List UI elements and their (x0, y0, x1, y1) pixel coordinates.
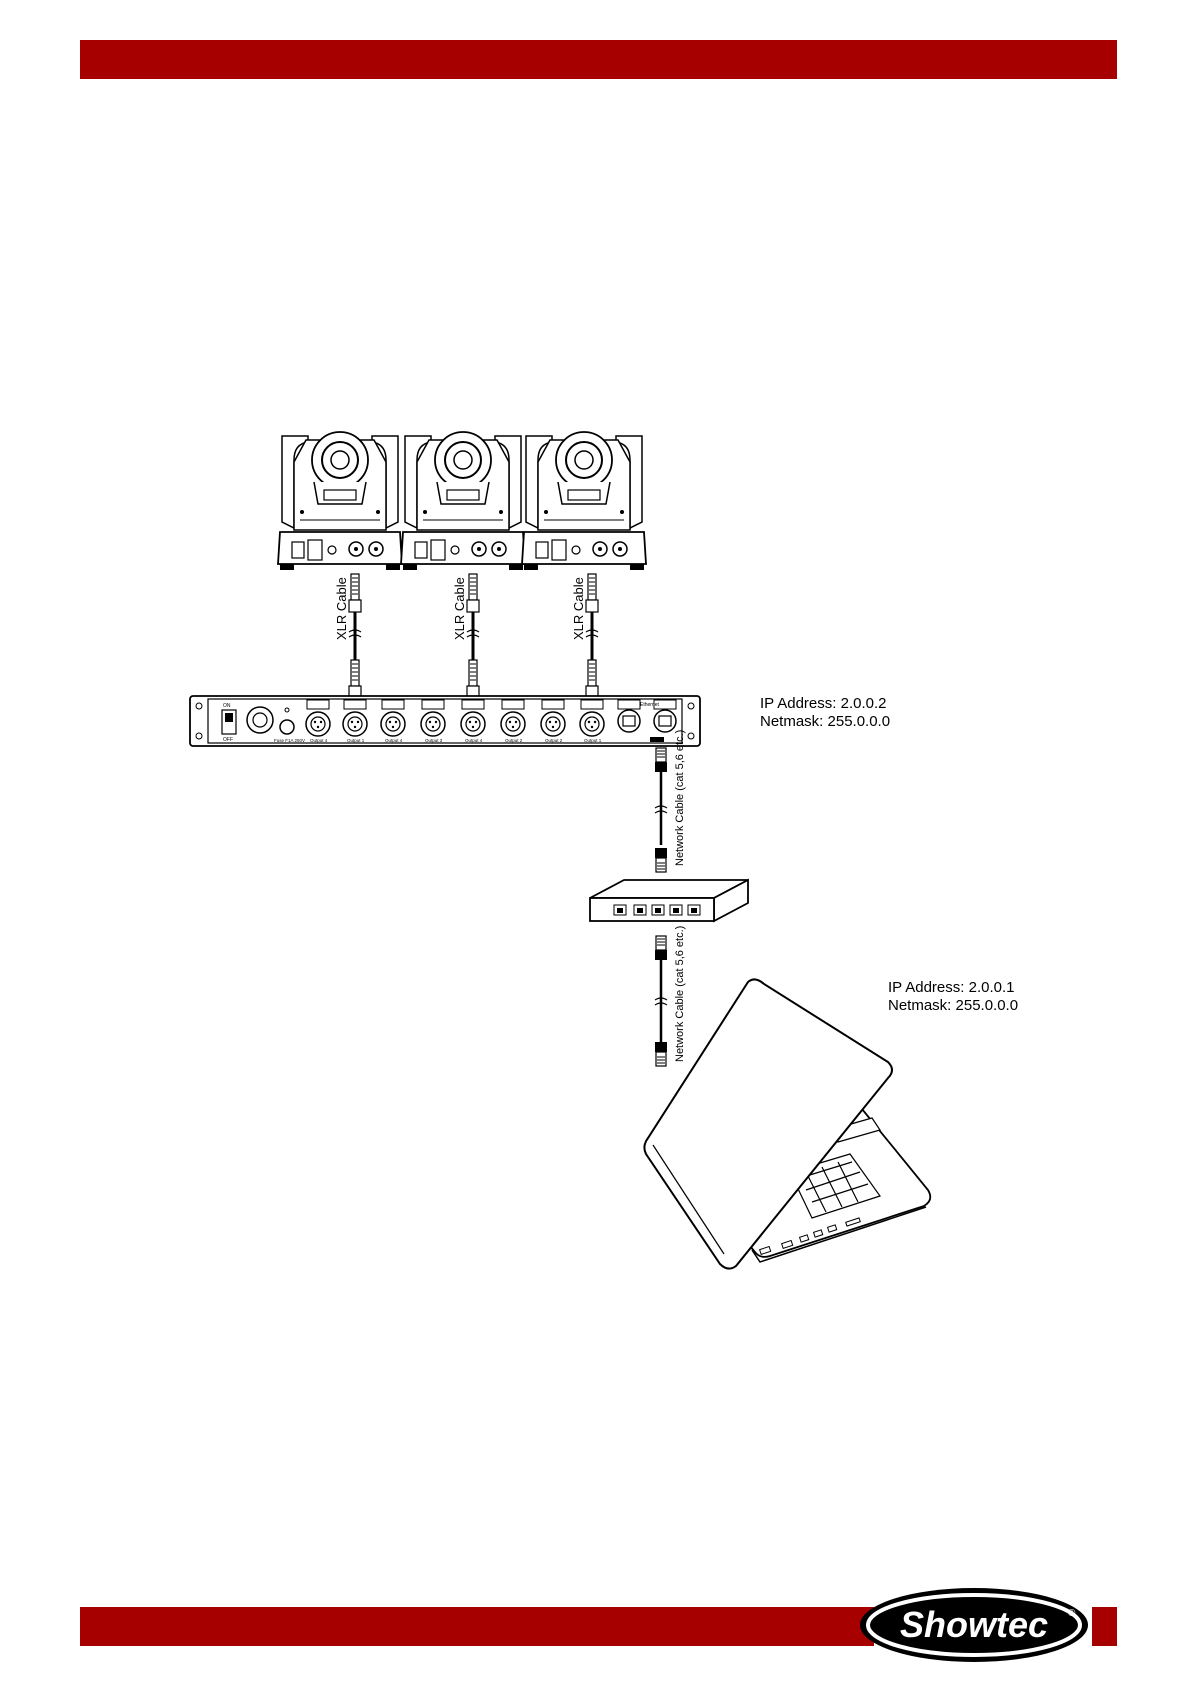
xlr-output-jack-4 (421, 700, 445, 736)
showtec-logo-registered: ® (1068, 1608, 1076, 1619)
xlr-cable-2 (467, 574, 479, 698)
footer-bar (80, 1607, 874, 1646)
ethernet-port-1 (618, 700, 640, 732)
moving-head-fixture-1 (278, 432, 402, 570)
xlr-output-jack-3 (381, 700, 405, 736)
xlr-cable-label-2: XLR Cable (452, 577, 467, 640)
laptop (644, 979, 930, 1268)
network-cable-lower (655, 936, 667, 1066)
xlr-cable-label-3: XLR Cable (571, 577, 586, 640)
laptop-ip-address: IP Address: 2.0.0.1 (888, 979, 1014, 996)
fuse-label: Fuse F1A 250V (274, 738, 305, 743)
xlr-cable-1 (349, 574, 361, 698)
output-label-3: Output 4 (385, 738, 403, 743)
laptop-netmask: Netmask: 255.0.0.0 (888, 997, 1018, 1014)
moving-head-fixture-3 (522, 432, 646, 570)
output-label-8: Output 1 (584, 738, 602, 743)
network-cable-label-lower: Network Cable (cat 5,6 etc.) (674, 926, 686, 1062)
node-netmask: Netmask: 255.0.0.0 (760, 713, 890, 730)
ethernet-dmx-node: ON OFF Fuse F1A 250V Output 4 Output 1 O… (190, 696, 700, 746)
moving-head-fixture-2 (401, 432, 525, 570)
footer-bar-end (1092, 1607, 1117, 1646)
xlr-cable-3 (586, 574, 598, 698)
xlr-output-jack-1 (306, 700, 330, 736)
output-label-6: Output 2 (505, 738, 523, 743)
showtec-logo-text: Showtec (900, 1604, 1048, 1645)
power-switch-off-label: OFF (223, 737, 233, 743)
xlr-output-jack-5 (461, 700, 485, 736)
xlr-output-jack-2 (343, 700, 367, 736)
network-cable-label-upper: Network Cable (cat 5,6 etc.) (674, 730, 686, 866)
output-label-5: Output 4 (465, 738, 483, 743)
ethernet-label: Ethernet (640, 702, 660, 708)
xlr-cable-label-1: XLR Cable (334, 577, 349, 640)
output-label-7: Output 2 (545, 738, 563, 743)
output-label-1: Output 4 (310, 738, 328, 743)
output-label-4: Output 3 (425, 738, 443, 743)
xlr-output-jack-7 (541, 700, 565, 736)
node-ip-address: IP Address: 2.0.0.2 (760, 695, 886, 712)
power-switch-on-label: ON (223, 703, 231, 709)
xlr-output-jack-8 (580, 700, 604, 736)
output-label-2: Output 1 (347, 738, 365, 743)
xlr-output-jack-6 (501, 700, 525, 736)
network-cable-upper (655, 748, 667, 872)
showtec-logo: Showtec ® (858, 1586, 1090, 1664)
network-switch (590, 880, 748, 921)
